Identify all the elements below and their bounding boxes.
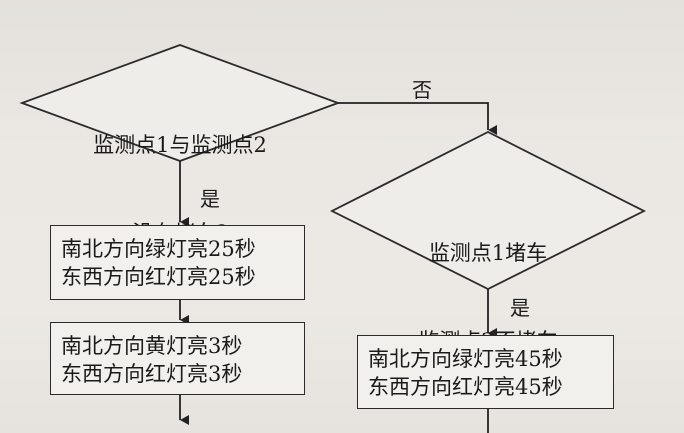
process-box-3: 南北方向绿灯亮45秒 东西方向红灯亮45秒 [357,335,614,409]
edge-label-no: 否 [412,78,432,102]
box1-line2: 东西方向红灯亮25秒 [61,265,256,289]
box3-line2: 东西方向红灯亮45秒 [368,375,563,399]
edge-label-yes-left: 是 [200,187,220,211]
box2-line2: 东西方向红灯亮3秒 [61,362,243,386]
process-box-2: 南北方向黄灯亮3秒 东西方向红灯亮3秒 [50,322,305,395]
box3-line1: 南北方向绿灯亮45秒 [368,347,563,371]
process-box-1: 南北方向绿灯亮25秒 东西方向红灯亮25秒 [50,225,305,300]
edge-label-yes-right: 是 [510,296,530,320]
box1-line1: 南北方向绿灯亮25秒 [61,237,256,261]
decision1-line1: 监测点1与监测点2 [93,132,267,157]
arrow-d1-no [338,102,497,135]
decision2-line1: 监测点1堵车 [428,240,548,265]
box2-line1: 南北方向黄灯亮3秒 [61,334,243,358]
